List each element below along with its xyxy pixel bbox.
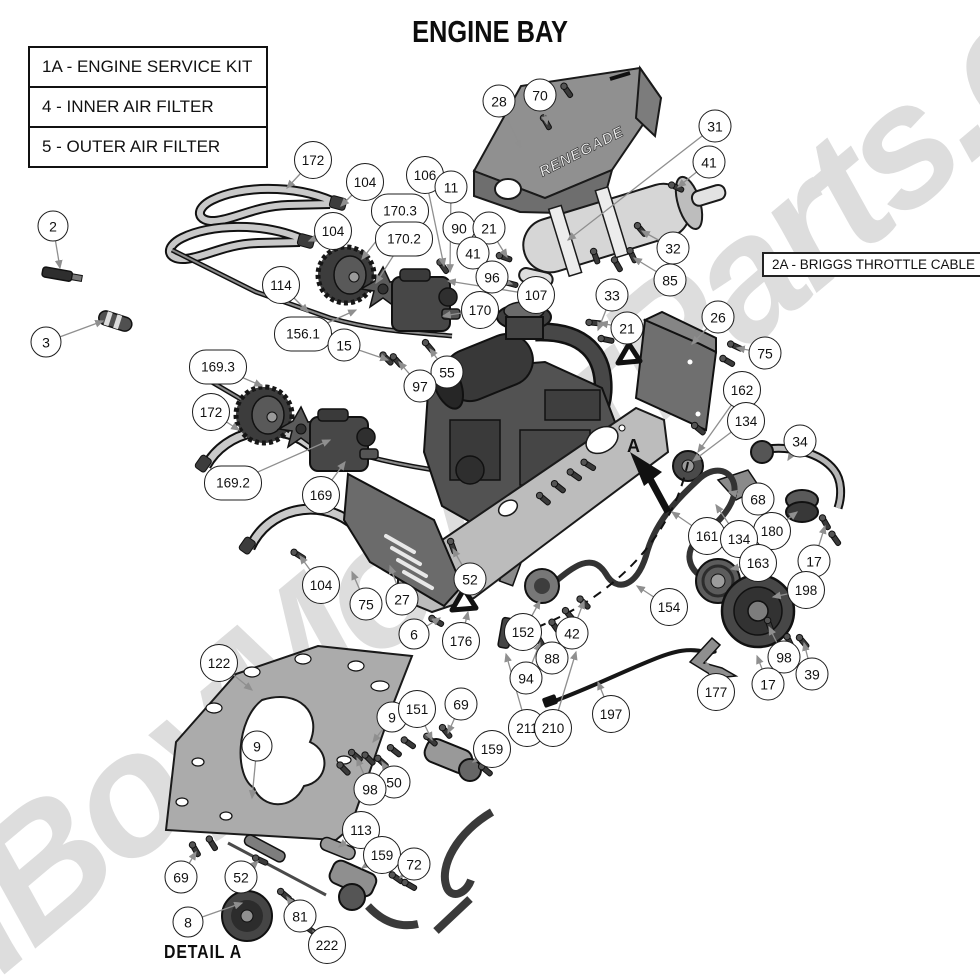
callout-107[interactable]: 107 [517,276,555,314]
callout-114[interactable]: 114 [262,266,300,304]
muffler-shape [518,175,727,288]
callout-33[interactable]: 33 [595,278,629,312]
callout-210[interactable]: 210 [534,709,572,747]
callout-122[interactable]: 122 [200,644,238,682]
callout-31[interactable]: 31 [698,109,732,143]
callout-177[interactable]: 177 [697,673,735,711]
left-guard-shape [342,472,464,608]
callout-169.2[interactable]: 169.2 [204,465,262,501]
callout-104[interactable]: 104 [346,163,384,201]
callout-170.2[interactable]: 170.2 [375,221,433,257]
callout-154[interactable]: 154 [650,588,688,626]
callout-26[interactable]: 26 [701,300,735,334]
callout-75[interactable]: 75 [349,587,383,621]
callout-69[interactable]: 69 [444,687,478,721]
callout-39[interactable]: 39 [795,657,829,691]
engine-cover-shape: RENEGADE [472,65,663,216]
callout-172[interactable]: 172 [192,393,230,431]
callout-2[interactable]: 2 [37,210,69,242]
legend-table: 1A - ENGINE SERVICE KIT 4 - INNER AIR FI… [28,46,268,168]
throttle-cable-note: 2A - BRIGGS THROTTLE CABLE [762,252,980,277]
right-drive-shape: A [497,436,846,708]
triangle-clip-2 [449,586,479,613]
callout-17[interactable]: 17 [751,667,785,701]
callout-151[interactable]: 151 [398,690,436,728]
callout-75[interactable]: 75 [748,336,782,370]
callout-156.1[interactable]: 156.1 [274,316,332,352]
callout-163[interactable]: 163 [739,544,777,582]
triangle-clip-1 [615,341,643,366]
callout-3[interactable]: 3 [30,326,62,358]
detail-a-label: DETAIL A [164,942,243,962]
hydraulic-hoses-top [165,183,348,264]
floor-pan-shape [164,644,414,842]
callout-34[interactable]: 34 [783,424,817,458]
legend-row-inner-air-filter: 4 - INNER AIR FILTER [30,88,266,128]
callout-88[interactable]: 88 [535,641,569,675]
section-a-marker: A [627,436,640,456]
callout-198[interactable]: 198 [787,571,825,609]
callout-8[interactable]: 8 [172,906,204,938]
callout-169.3[interactable]: 169.3 [189,349,247,385]
callout-32[interactable]: 32 [656,231,690,265]
callout-180[interactable]: 180 [753,512,791,550]
callout-9[interactable]: 9 [241,730,273,762]
callout-69[interactable]: 69 [164,860,198,894]
right-guard-shape [634,310,718,432]
callout-98[interactable]: 98 [353,772,387,806]
callout-94[interactable]: 94 [509,661,543,695]
callout-21[interactable]: 21 [610,311,644,345]
callout-52[interactable]: 52 [224,860,258,894]
callout-27[interactable]: 27 [385,582,419,616]
callout-161[interactable]: 161 [688,517,726,555]
callout-41[interactable]: 41 [692,145,726,179]
callout-15[interactable]: 15 [327,328,361,362]
callout-197[interactable]: 197 [592,695,630,733]
callout-104[interactable]: 104 [302,566,340,604]
detail-a-parts-shape [221,737,495,942]
callout-70[interactable]: 70 [523,78,557,112]
legend-row-outer-air-filter: 5 - OUTER AIR FILTER [42,137,221,156]
callout-6[interactable]: 6 [398,618,430,650]
callout-134[interactable]: 134 [727,402,765,440]
callout-152[interactable]: 152 [504,613,542,651]
callout-81[interactable]: 81 [283,899,317,933]
callout-11[interactable]: 11 [434,170,468,204]
callout-85[interactable]: 85 [653,263,687,297]
legend-row-engine-service-kit: 1A - ENGINE SERVICE KIT [30,48,266,88]
callout-176[interactable]: 176 [442,622,480,660]
callout-104[interactable]: 104 [314,212,352,250]
callout-52[interactable]: 52 [453,562,487,596]
callout-170[interactable]: 170 [461,291,499,329]
callout-96[interactable]: 96 [475,260,509,294]
callout-159[interactable]: 159 [473,730,511,768]
callout-28[interactable]: 28 [482,84,516,118]
callout-72[interactable]: 72 [397,847,431,881]
callout-169[interactable]: 169 [302,476,340,514]
callout-172[interactable]: 172 [294,141,332,179]
callout-97[interactable]: 97 [403,369,437,403]
callout-222[interactable]: 222 [308,926,346,964]
callout-159[interactable]: 159 [363,836,401,874]
callout-68[interactable]: 68 [741,482,775,516]
page-title: ENGINE BAY [412,14,568,49]
oil-sensor-shape [98,310,133,332]
